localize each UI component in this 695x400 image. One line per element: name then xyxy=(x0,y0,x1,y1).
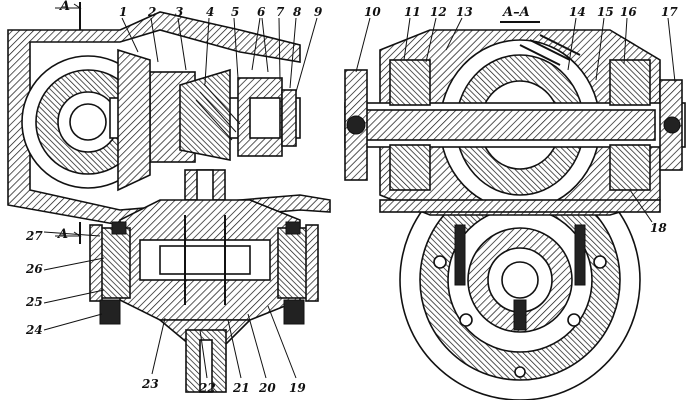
label-21: 21 xyxy=(232,381,250,395)
section-mark-top: A xyxy=(58,0,70,14)
label-14: 14 xyxy=(569,5,586,19)
label-11: 11 xyxy=(404,5,421,19)
label-23: 23 xyxy=(141,377,159,391)
section-title: A–A xyxy=(501,5,530,20)
section-mark-mid: A xyxy=(56,227,68,242)
right-section-view xyxy=(344,21,686,400)
label-17: 17 xyxy=(661,5,678,19)
label-25: 25 xyxy=(25,295,43,309)
label-13: 13 xyxy=(456,5,473,19)
label-27: 27 xyxy=(25,229,43,243)
callout-labels-left: 27 26 25 24 xyxy=(25,229,43,337)
label-1: 1 xyxy=(119,5,127,19)
label-7: 7 xyxy=(276,5,285,19)
callout-leaders xyxy=(43,17,676,379)
label-22: 22 xyxy=(198,381,216,395)
callout-labels-bottom: 23 22 21 20 19 xyxy=(141,377,306,395)
section-marks: A A A–A xyxy=(56,0,530,242)
label-10: 10 xyxy=(364,5,381,19)
label-8: 8 xyxy=(293,5,302,19)
label-15: 15 xyxy=(597,5,614,19)
label-26: 26 xyxy=(25,262,43,276)
label-3: 3 xyxy=(175,5,183,19)
label-9: 9 xyxy=(314,5,323,19)
label-24: 24 xyxy=(25,323,43,337)
label-4: 4 xyxy=(206,5,214,19)
label-2: 2 xyxy=(147,5,156,19)
label-20: 20 xyxy=(258,381,276,395)
callout-labels-top-right: 10 11 12 13 14 15 16 17 18 xyxy=(364,5,678,235)
label-16: 16 xyxy=(620,5,637,19)
callout-labels-top-left: 1 2 3 4 5 6 7 8 9 xyxy=(119,5,323,19)
left-section-view xyxy=(7,2,331,393)
label-12: 12 xyxy=(430,5,447,19)
label-5: 5 xyxy=(231,5,239,19)
label-6: 6 xyxy=(257,5,266,19)
label-18: 18 xyxy=(650,221,667,235)
label-19: 19 xyxy=(289,381,306,395)
